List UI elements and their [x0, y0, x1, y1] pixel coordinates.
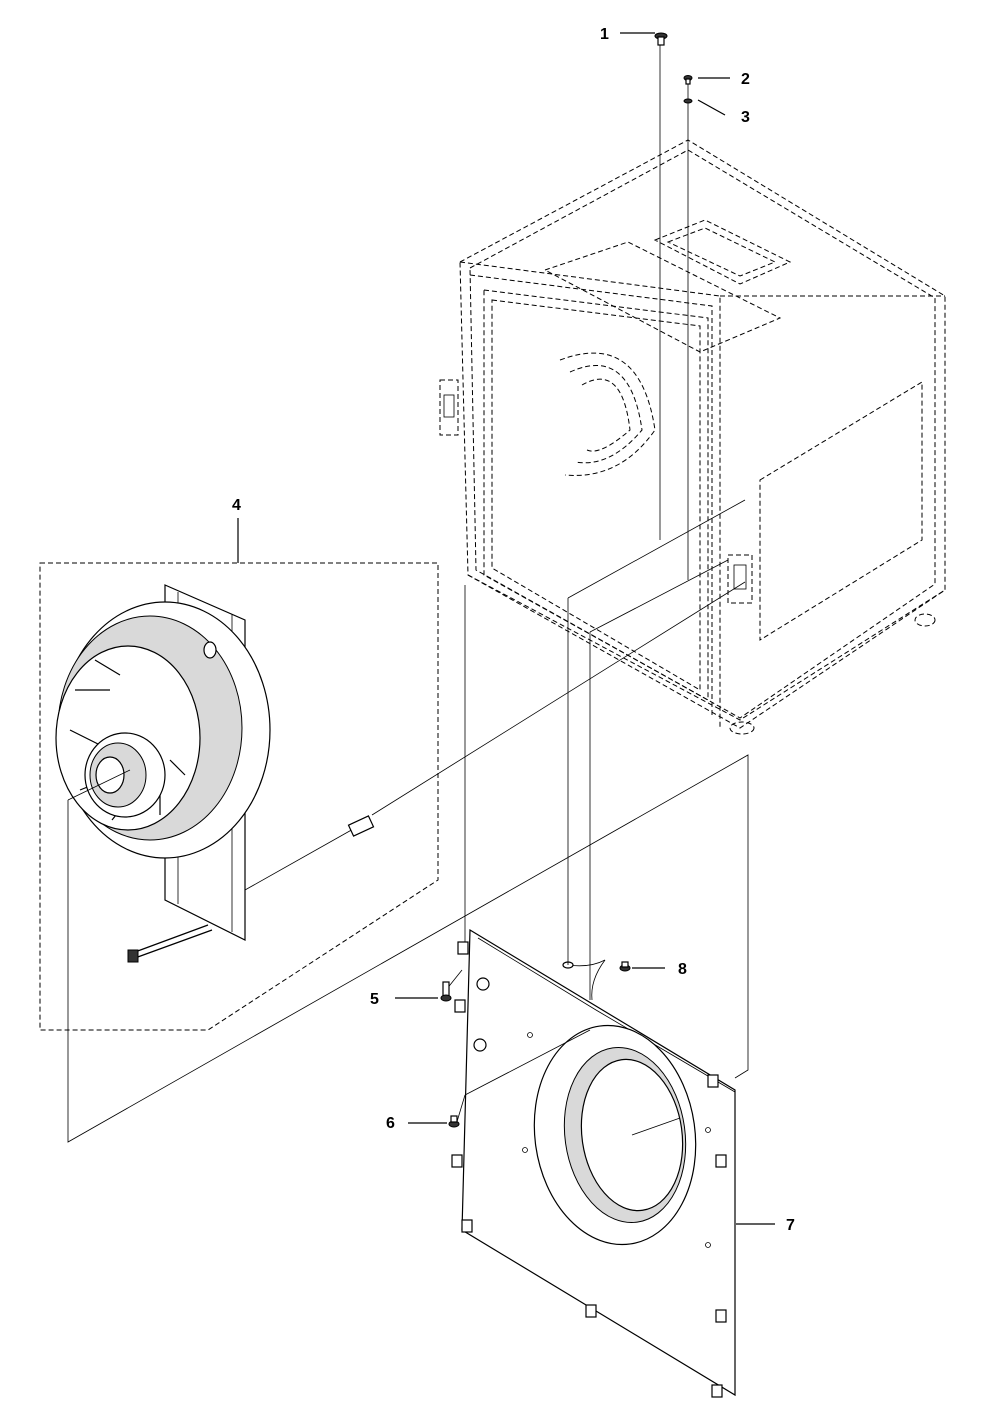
- cabinet-foot: [729, 721, 755, 735]
- callout-4: 4: [232, 497, 241, 514]
- cabinet-handle: [653, 219, 792, 285]
- radial-fan: [55, 581, 746, 963]
- left-latch: [439, 379, 459, 436]
- callout-leaders: [237, 32, 775, 1225]
- screw-5: [440, 981, 452, 1002]
- callout-8: 8: [678, 961, 687, 978]
- cable-connector: [347, 815, 375, 837]
- callout-1: 1: [600, 26, 609, 43]
- cabinet-foot: [914, 613, 936, 627]
- callout-3: 3: [741, 109, 750, 126]
- washer-3: [683, 98, 693, 104]
- mounting-plate: [451, 928, 736, 1398]
- internal-fan-hidden: [559, 352, 656, 476]
- fan-assembly-boundary: [39, 562, 439, 1031]
- screw-2: [683, 75, 693, 85]
- callout-6: 6: [386, 1115, 395, 1132]
- callout-7: 7: [786, 1217, 795, 1234]
- nut-6: [448, 1115, 460, 1128]
- inlet-ring: [533, 1024, 697, 1246]
- callout-5: 5: [370, 991, 379, 1008]
- nut-8: [619, 961, 631, 972]
- callout-2: 2: [741, 71, 750, 88]
- fan-bolt: [127, 924, 213, 963]
- screw-1: [654, 32, 668, 46]
- cabinet-housing: [439, 139, 946, 735]
- right-latch: [727, 554, 753, 604]
